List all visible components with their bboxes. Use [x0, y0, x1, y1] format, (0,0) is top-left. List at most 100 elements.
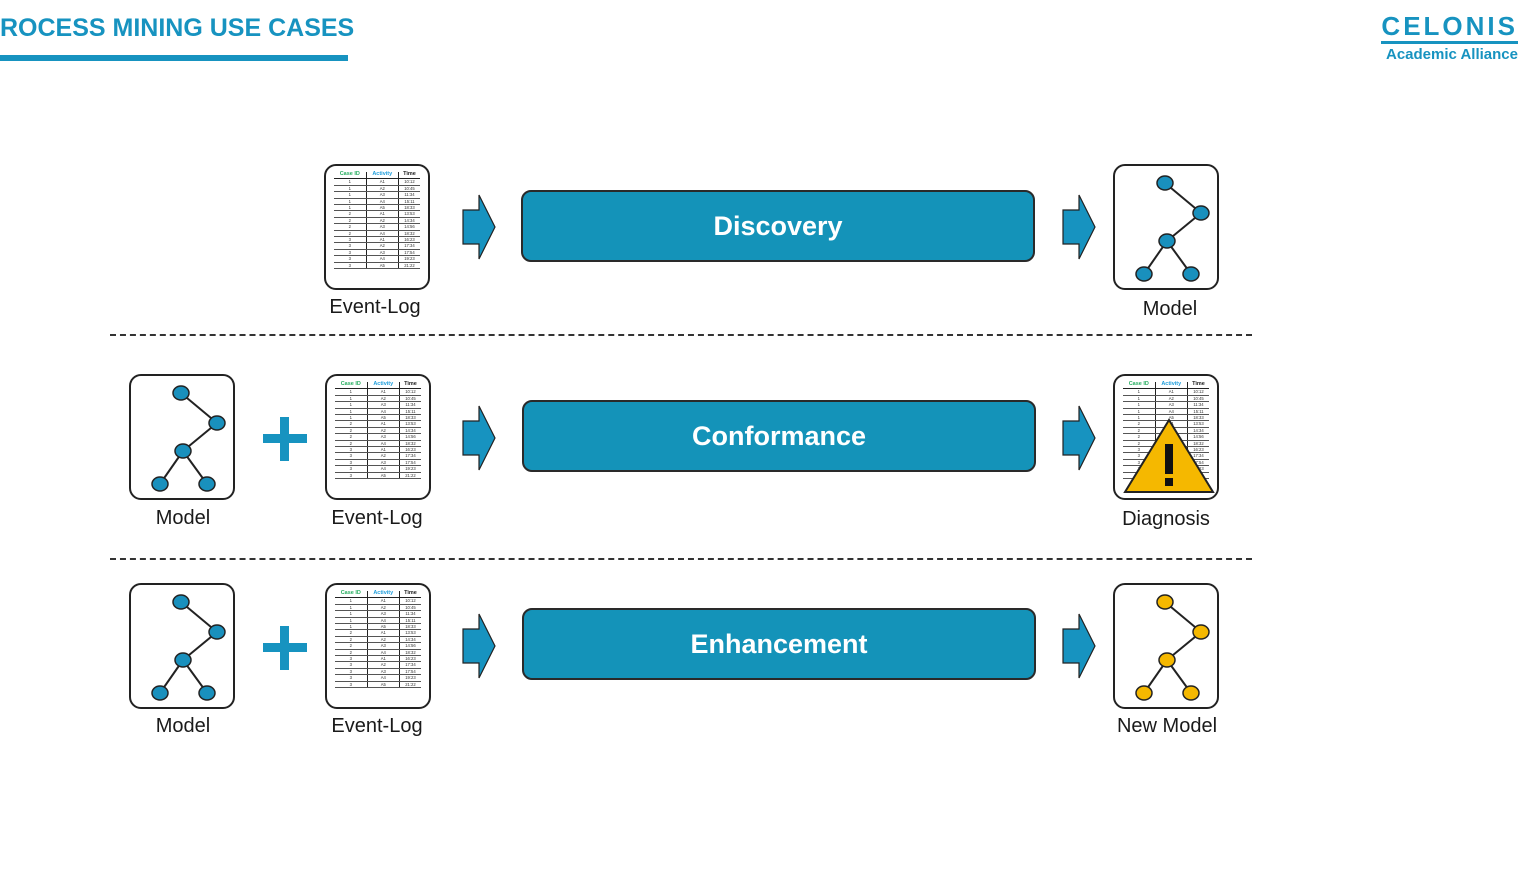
event-log-cell: 10:45 — [399, 604, 421, 612]
event-log-cell: A5 — [365, 204, 399, 212]
event-log-cell: 11:34 — [1187, 401, 1209, 409]
event-log-cell: 19:23 — [399, 465, 421, 473]
tree-node — [1158, 233, 1176, 249]
event-log-cell: 13:53 — [399, 420, 421, 428]
tree-node — [1135, 266, 1153, 282]
event-log-cell: 18:33 — [398, 204, 420, 212]
event-log-cell: A5 — [366, 472, 400, 480]
event-log-cell: 2 — [335, 649, 368, 657]
event-log-cell: 18:32 — [399, 649, 421, 657]
event-log-cell: 2 — [1123, 440, 1156, 448]
event-log-header: Activity — [1154, 381, 1188, 390]
event-log-cell: A3 — [365, 249, 399, 257]
event-log-cell: 1 — [335, 395, 368, 403]
event-log-cell: 18:33 — [399, 414, 421, 422]
event-log-cell: 3 — [334, 242, 367, 250]
event-log-cell: A1 — [1154, 388, 1188, 396]
event-log-cell: 1 — [334, 178, 367, 186]
diagnosis-caption: Diagnosis — [1122, 508, 1210, 530]
tree-graph — [151, 594, 226, 701]
event-log-header: Case ID — [1123, 381, 1156, 390]
event-log-cell: 17:34 — [398, 242, 420, 250]
event-log-cell: A3 — [366, 433, 400, 441]
event-log-cell: A5 — [366, 681, 400, 689]
event-log-cell: A4 — [365, 230, 399, 238]
section-divider — [110, 334, 1252, 336]
event-log-cell: 2 — [1123, 433, 1156, 441]
event-log-cell: 1 — [335, 414, 368, 422]
event-log-cell: 1 — [335, 388, 368, 396]
event-log-cell: 2 — [335, 420, 368, 428]
event-log-cell: 3 — [1123, 452, 1156, 460]
arrow-right-icon — [462, 613, 496, 679]
event-log-cell: 2 — [334, 210, 367, 218]
event-log-cell: 3 — [1123, 459, 1156, 467]
event-log-cell: A4 — [366, 674, 400, 682]
event-log-cell: 14:34 — [1187, 427, 1209, 435]
model-caption: Model — [155, 715, 211, 737]
discovery-button[interactable]: Discovery — [521, 190, 1035, 262]
event-log-cell: 1 — [335, 610, 368, 618]
event-log-cell: 2 — [335, 440, 368, 448]
enhancement-button[interactable]: Enhancement — [522, 608, 1036, 680]
tree-node — [172, 385, 190, 401]
event-log-cell: A5 — [365, 262, 399, 270]
event-log-cell: A2 — [365, 185, 399, 193]
event-log-cell: 16:23 — [399, 655, 421, 663]
event-log-cell: A4 — [1154, 408, 1188, 416]
event-log-cell: 15:11 — [398, 198, 420, 206]
event-log-cell: 13:53 — [1187, 420, 1209, 428]
event-log-cell: A3 — [1154, 401, 1188, 409]
event-log-cell: 3 — [334, 249, 367, 257]
tree-node — [151, 685, 169, 701]
brand-subtitle: Academic Alliance — [1385, 46, 1518, 63]
event-log-cell: 1 — [1123, 395, 1156, 403]
event-log-cell: A3 — [365, 191, 399, 199]
conformance-button[interactable]: Conformance — [522, 400, 1036, 472]
event-log-cell: 18:33 — [1187, 414, 1209, 422]
event-log-cell: 1 — [1123, 401, 1156, 409]
event-log-cell: A2 — [366, 661, 400, 669]
arrow-right-icon — [462, 194, 496, 260]
event-log-cell: A4 — [366, 649, 400, 657]
event-log-cell: 11:34 — [399, 401, 421, 409]
tree-node — [1158, 652, 1176, 668]
event-log-cell: 10:12 — [399, 597, 421, 605]
event-log-cell: A1 — [366, 629, 400, 637]
event-log-cell: A4 — [365, 198, 399, 206]
event-log-cell: 14:56 — [1187, 433, 1209, 441]
event-log-cell: A4 — [366, 408, 400, 416]
event-log-cell: 14:34 — [399, 636, 421, 644]
event-log-cell: A4 — [366, 440, 400, 448]
event-log-cell: 21:22 — [399, 681, 421, 689]
event-log-cell: 10:45 — [1187, 395, 1209, 403]
event-log-header: Case ID — [335, 381, 368, 390]
tree-node — [208, 415, 226, 431]
event-log-cell: 1 — [334, 185, 367, 193]
event-log-cell: 14:56 — [398, 223, 420, 231]
event-log-cell: 2 — [1123, 427, 1156, 435]
event-log-cell: 17:54 — [1187, 459, 1209, 467]
event-log-cell: 1 — [335, 401, 368, 409]
event-log-cell: 1 — [335, 623, 368, 631]
event-log-cell: A1 — [366, 655, 400, 663]
event-log-cell: A1 — [365, 178, 399, 186]
